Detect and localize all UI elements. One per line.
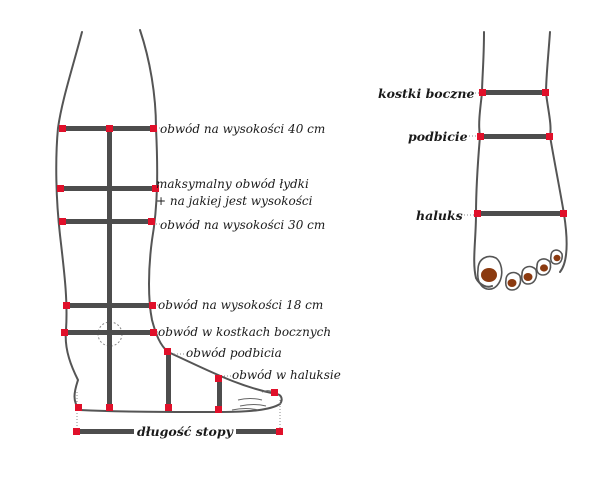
toenails: [481, 254, 561, 287]
label-bunion-circumference: obwód w haluksie: [232, 368, 341, 382]
foot-outline: [473, 31, 568, 288]
leg-markers: [57, 125, 283, 435]
vertical-bar-main: [107, 128, 112, 408]
label-max-calf-line2: + na jakiej jest wysokości: [156, 194, 313, 208]
label-foot-length: długość stopy: [134, 425, 236, 439]
toe-5: [549, 249, 563, 265]
label-instep: podbicie: [408, 129, 468, 144]
toes: [476, 249, 563, 291]
foot-bar-instep: [481, 134, 549, 139]
leg-vertical-bars: [107, 128, 222, 410]
leg-outline: [55, 29, 283, 413]
toe-2: [504, 271, 522, 291]
toe-details: [231, 390, 277, 411]
label-ankle-circumference: obwód w kostkach bocznych: [158, 325, 332, 339]
foot-measure-bars: [478, 90, 563, 216]
foot-markers: [474, 89, 567, 217]
label-lateral-ankles: kostki boczne: [378, 86, 475, 101]
label-instep-circumference: obwód podbicia: [186, 346, 282, 360]
label-bunion: haluks: [416, 208, 463, 223]
toe-3: [520, 265, 538, 285]
vertical-bar-bunion: [217, 378, 222, 410]
foot-bar-ankles: [483, 90, 546, 95]
label-circumference-18cm: obwód na wysokości 18 cm: [158, 298, 324, 312]
label-circumference-40cm: obwód na wysokości 40 cm: [160, 122, 326, 136]
vertical-bar-instep: [166, 352, 171, 408]
toe-4: [535, 258, 552, 276]
foot-leader-lines: [458, 92, 480, 216]
label-circumference-30cm: obwód na wysokości 30 cm: [160, 218, 326, 232]
label-max-calf-line1: maksymalny obwód łydki: [156, 177, 309, 191]
foot-bar-bunion: [478, 211, 563, 216]
big-toe: [476, 255, 503, 290]
